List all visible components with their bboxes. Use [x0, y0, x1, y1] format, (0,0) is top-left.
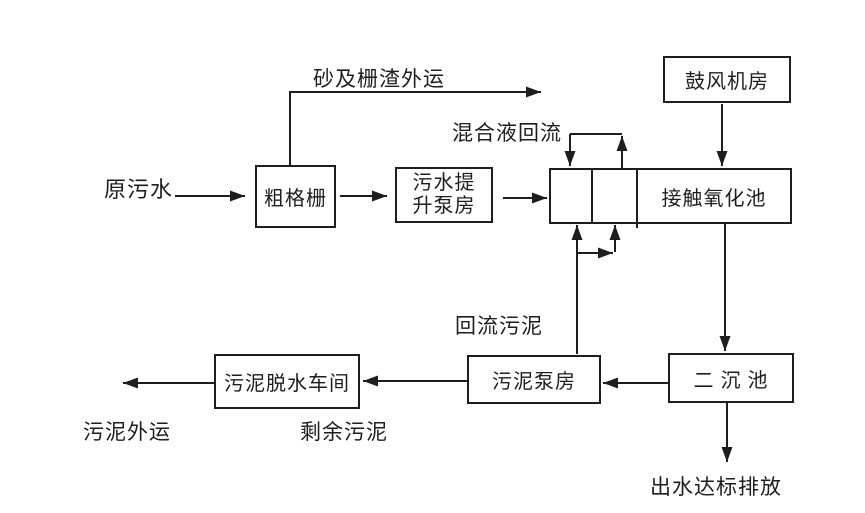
- label-raw-sewage: 原污水: [104, 177, 174, 202]
- label-effluent-discharge: 出水达标排放: [650, 475, 782, 499]
- node-contact-oxidation-tank: [549, 168, 792, 224]
- node-secondary-clarifier: 二 沉 池: [668, 353, 794, 403]
- secondary-clarifier-label: 二 沉 池: [693, 369, 769, 392]
- coarse-screen-label: 粗格栅: [264, 188, 327, 210]
- node-coarse-screen: 粗格栅: [255, 165, 336, 228]
- sludge-dewatering-label: 污泥脱水车间: [224, 373, 350, 395]
- label-return-sludge: 回流污泥: [455, 314, 543, 338]
- arrow-sand-screenings-out: [289, 86, 541, 166]
- label-sludge-out: 污泥外运: [83, 420, 171, 444]
- label-mixed-liquor-return: 混合液回流: [452, 121, 562, 145]
- label-sand-screenings-out: 砂及栅渣外运: [313, 67, 445, 91]
- node-blower-room: 鼓风机房: [663, 56, 791, 103]
- lift-pump-label-line1: 污水提: [412, 172, 476, 194]
- sludge-pump-house-label: 污泥泵房: [492, 371, 576, 393]
- node-sewage-lift-pump-house: 污水提 升泵房: [395, 167, 493, 223]
- node-sludge-pump-house: 污泥泵房: [467, 355, 601, 404]
- contact-oxidation-tank-label: 接触氧化池: [661, 187, 767, 210]
- label-excess-sludge: 剩余污泥: [300, 420, 388, 444]
- blower-room-label: 鼓风机房: [685, 71, 769, 93]
- node-sludge-dewatering-workshop: 污泥脱水车间: [214, 354, 360, 409]
- lift-pump-label-line2: 升泵房: [412, 195, 476, 217]
